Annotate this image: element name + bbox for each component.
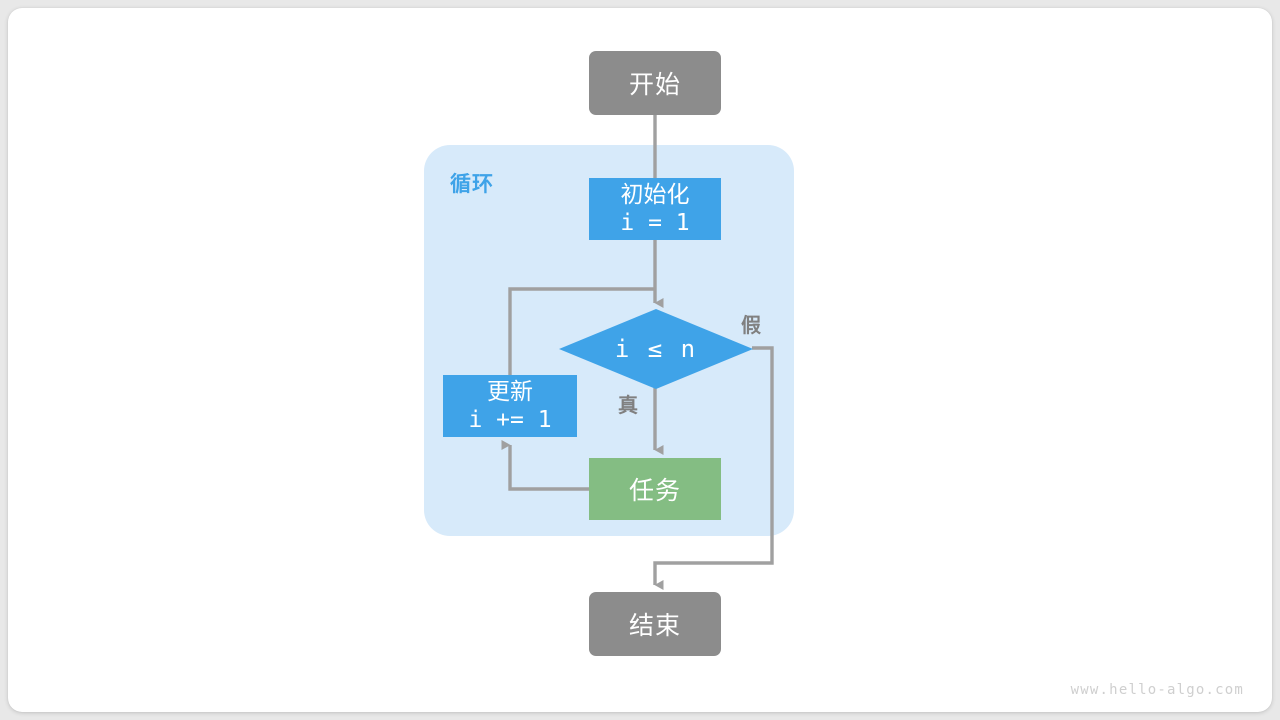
edge-condition-false-to-end [653,346,774,590]
loop-container-label: 循环 [450,172,494,196]
edge-label-false: 假 [741,313,761,337]
edge-label-true: 真 [618,393,638,417]
node-condition[interactable] [559,309,753,389]
edge-update-to-condition [508,287,655,375]
watermark: www.hello-algo.com [1070,682,1244,698]
edge-task-to-update [501,440,589,491]
